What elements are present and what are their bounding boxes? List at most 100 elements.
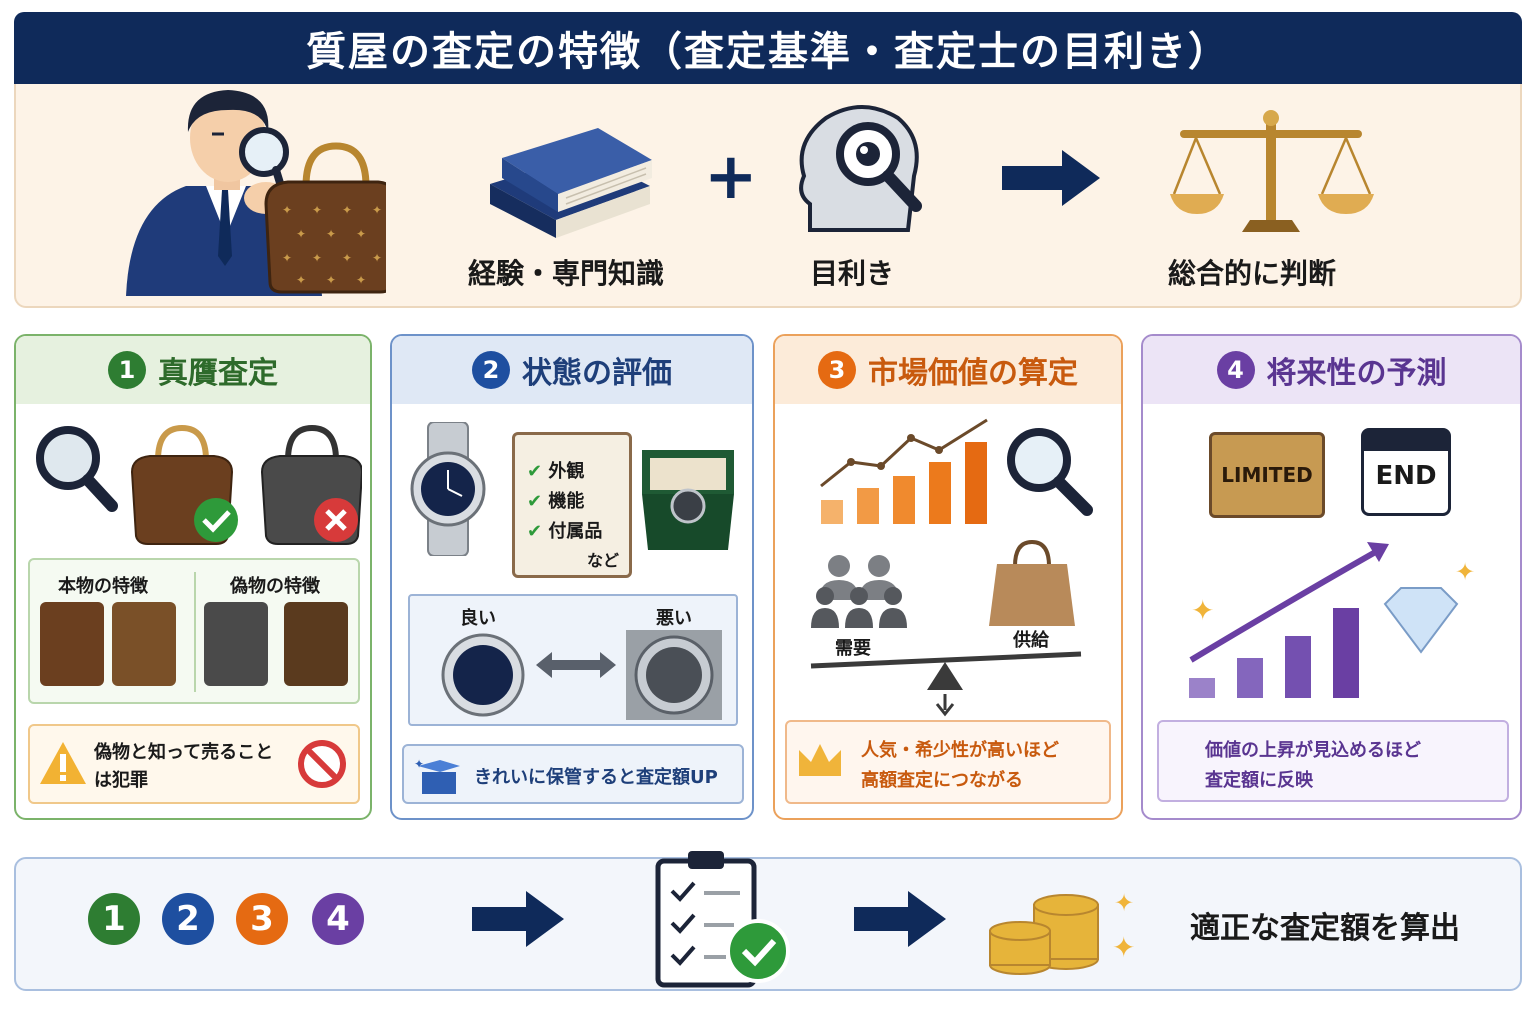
calendar-header [1364, 431, 1448, 451]
check-etc: など [587, 551, 620, 570]
svg-text:✦: ✦ [296, 227, 306, 241]
bad-watch-icon [626, 630, 722, 720]
svg-text:✦: ✦ [282, 203, 292, 217]
checklist-clipboard: ✔ 外観 ✔ 機能 ✔ 付属品 など [512, 432, 632, 578]
svg-text:✦: ✦ [326, 227, 336, 241]
summary-number-1: 1 [88, 893, 140, 945]
divider [194, 572, 196, 692]
comparison-box: 本物の特徴 偽物の特徴 [28, 558, 360, 704]
checklist-approved-icon [655, 851, 790, 988]
note-line-2: 査定額に反映 [1205, 770, 1313, 791]
card-header: 1 真贋査定 [16, 336, 370, 404]
box-sparkle-icon: ✦ [414, 757, 460, 794]
step-number: 3 [818, 351, 856, 389]
card-title: 真贋査定 [158, 356, 278, 391]
card-future-outlook: 4 将来性の予測 LIMITED END ✦ ✦ 価値の上昇が見込めるほど 査定… [1141, 334, 1522, 820]
fake-zipper-swatch [284, 602, 348, 686]
growth-chart-icon [820, 418, 988, 524]
note-line-2: 高額査定につながる [861, 770, 1023, 791]
balance-seesaw-icon [810, 651, 1082, 717]
page-title-bar: 質屋の査定の特徴（査定基準・査定士の目利き） [14, 12, 1522, 84]
check-icon: ✔ [527, 491, 543, 512]
shopping-bag-icon [989, 539, 1075, 626]
watch-icon [410, 422, 486, 556]
scale-icon [1170, 110, 1374, 232]
genuine-label: 本物の特徴 [58, 576, 148, 597]
calendar-icon: END [1361, 428, 1451, 516]
svg-text:✦: ✦ [312, 251, 322, 265]
check-icon: ✔ [527, 461, 543, 482]
judgment-label: 総合的に判断 [1168, 257, 1337, 290]
good-watch-icon [441, 633, 525, 717]
fake-label: 偽物の特徴 [230, 576, 320, 597]
note-box: 人気・希少性が高いほど 高額査定につながる [785, 720, 1111, 804]
summary-number-2: 2 [162, 893, 214, 945]
note-box: 価値の上昇が見込めるほど 査定額に反映 [1157, 720, 1509, 802]
genuine-zipper-swatch [112, 602, 176, 686]
card-header: 2 状態の評価 [392, 336, 752, 404]
svg-text:✦: ✦ [342, 251, 352, 265]
arrow-right-icon [1002, 150, 1100, 206]
step-number: 2 [472, 351, 510, 389]
arrow-right-icon [472, 891, 564, 947]
summary-number-3: 3 [236, 893, 288, 945]
page-title: 質屋の査定の特徴（査定基準・査定士の目利き） [306, 29, 1230, 75]
svg-text:✦: ✦ [342, 203, 352, 217]
result-text: 適正な査定額を算出 [1190, 911, 1460, 946]
limited-box-icon: LIMITED [1209, 432, 1325, 518]
plus-sign: + [704, 140, 758, 214]
warning-line-2: は犯罪 [94, 770, 148, 791]
coins-icon: ✦ ✦ [989, 889, 1135, 975]
fake-pattern-swatch [204, 602, 268, 686]
limited-label: LIMITED [1221, 463, 1313, 487]
step-number: 1 [108, 351, 146, 389]
summary-panel: 1 2 3 4 ✦ ✦ 適正な査定額を算出 [14, 851, 1522, 991]
svg-text:✦: ✦ [1112, 931, 1135, 964]
appraiser-illustration: ✦ ✦ ✦ ✦ ✦ ✦ ✦ ✦ ✦ ✦ ✦ ✦ ✦ ✦ [126, 90, 386, 296]
svg-text:✦: ✦ [1114, 889, 1134, 917]
check-item: ✔ 付属品 [527, 521, 603, 542]
card-header: 4 将来性の予測 [1143, 336, 1520, 404]
svg-text:✦: ✦ [372, 251, 382, 265]
good-label: 良い [460, 608, 496, 629]
svg-text:✦: ✦ [356, 227, 366, 241]
eye-label: 目利き [810, 257, 895, 290]
card-market-value: 3 市場価値の算定 需要 供給 人気・希少性が高いほど 高額査定につなが [773, 334, 1123, 820]
bad-label: 悪い [656, 608, 692, 629]
warning-box: 偽物と知って売ること は犯罪 [28, 724, 360, 804]
experience-label: 経験・専門知識 [468, 257, 665, 290]
check-item: ✔ 外観 [527, 461, 585, 482]
tip-text: きれいに保管すると査定額UP [474, 767, 718, 788]
genuine-pattern-swatch [40, 602, 104, 686]
svg-text:✦: ✦ [312, 203, 322, 217]
step-number: 4 [1216, 351, 1255, 389]
note-line-1: 人気・希少性が高いほど [861, 740, 1059, 761]
tip-box: ✦ きれいに保管すると査定額UP [402, 744, 744, 804]
prohibited-icon [298, 740, 346, 788]
svg-text:✦: ✦ [282, 251, 292, 265]
arrow-right-icon [854, 891, 946, 947]
summary-number-4: 4 [312, 893, 364, 945]
svg-text:✦: ✦ [356, 273, 366, 287]
card-condition: 2 状態の評価 ✔ 外観 ✔ 機能 ✔ 付属品 など 良い 悪い [390, 334, 754, 820]
svg-text:✦: ✦ [296, 273, 306, 287]
people-icon [811, 555, 907, 628]
svg-text:✦: ✦ [326, 273, 336, 287]
rising-value-chart-icon: ✦ ✦ [1189, 542, 1475, 698]
compare-arrow-icon [536, 652, 616, 678]
book-icon [490, 128, 652, 238]
svg-text:✦: ✦ [372, 203, 382, 217]
crown-icon [799, 744, 841, 776]
card-title: 将来性の予測 [1266, 356, 1447, 391]
head-magnifier-icon [799, 105, 922, 232]
top-panel: ✦ ✦ ✦ ✦ ✦ ✦ ✦ ✦ ✦ ✦ ✦ ✦ ✦ ✦ 経験・専門知識 + 目利き [14, 84, 1522, 308]
warning-line-1: 偽物と知って売ること [94, 742, 274, 763]
warning-icon [40, 742, 86, 784]
note-line-1: 価値の上昇が見込めるほど [1205, 740, 1421, 761]
card-title: 市場価値の算定 [868, 356, 1078, 391]
card-title: 状態の評価 [522, 356, 672, 391]
magnifier-icon [1007, 428, 1093, 516]
card-authenticity: 1 真贋査定 本物の特徴 偽物の特徴 偽物と知って売ること は犯罪 [14, 334, 372, 820]
demand-label: 需要 [835, 638, 871, 659]
comparison-box: 良い 悪い [408, 594, 738, 726]
